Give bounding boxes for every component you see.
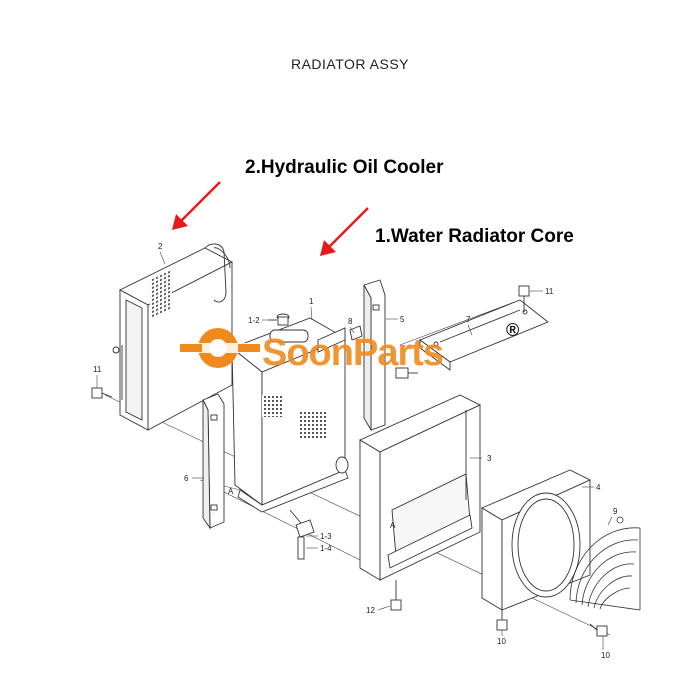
water-radiator-core-part <box>231 317 349 513</box>
radiator-cap-part <box>268 313 290 326</box>
label-a-1: A <box>228 487 234 496</box>
callout-hydraulic-oil-cooler: 2.Hydraulic Oil Cooler <box>245 157 444 178</box>
soonparts-watermark: SoonParts <box>262 332 444 374</box>
label-part-1-2: 1-2 <box>248 316 260 325</box>
bolt-12 <box>390 580 402 611</box>
red-arrow-water-radiator <box>320 207 369 256</box>
label-part-2: 2 <box>158 242 163 251</box>
label-part-9: 9 <box>613 507 618 516</box>
bolt-10-right <box>589 623 608 637</box>
bolt-11-right <box>518 285 530 312</box>
label-part-8: 8 <box>348 317 353 326</box>
label-part-7: 7 <box>466 315 471 324</box>
label-leaders <box>96 251 613 650</box>
fan-guard-part <box>569 516 641 611</box>
drain-valve-part <box>289 509 315 560</box>
diagram-title: RADIATOR ASSY <box>290 56 409 72</box>
label-part-11-left: 11 <box>93 365 102 374</box>
fan-ring-part <box>481 469 592 611</box>
label-part-11-right: 11 <box>545 287 554 296</box>
bolt-11-left <box>91 387 113 399</box>
fan-shroud-part <box>359 394 482 581</box>
top-bracket-part <box>419 299 549 371</box>
label-part-12: 12 <box>366 606 375 615</box>
label-part-5: 5 <box>400 315 405 324</box>
seal-strip-6-part <box>202 393 225 530</box>
label-part-1-4: 1-4 <box>320 544 332 553</box>
red-arrow-oil-cooler <box>172 181 221 230</box>
soonparts-logo-icon <box>180 328 262 368</box>
bolt-10-left <box>496 608 508 631</box>
label-part-6: 6 <box>184 474 189 483</box>
label-part-10-left: 10 <box>497 637 506 646</box>
part-number-labels: 2 1 1-2 8 5 7 11 11 6 A A 3 4 9 1-3 1-4 … <box>93 242 618 660</box>
label-part-1-3: 1-3 <box>320 532 332 541</box>
callout-water-radiator-core: 1.Water Radiator Core <box>375 226 574 247</box>
connector-bolt-part <box>349 325 418 379</box>
label-part-1: 1 <box>309 297 314 306</box>
label-part-4: 4 <box>596 483 601 492</box>
label-part-10-right: 10 <box>601 651 610 660</box>
registered-mark: ® <box>506 320 520 340</box>
label-a-2: A <box>390 521 396 530</box>
label-part-3: 3 <box>487 454 492 463</box>
seal-strip-5-part <box>363 279 386 432</box>
